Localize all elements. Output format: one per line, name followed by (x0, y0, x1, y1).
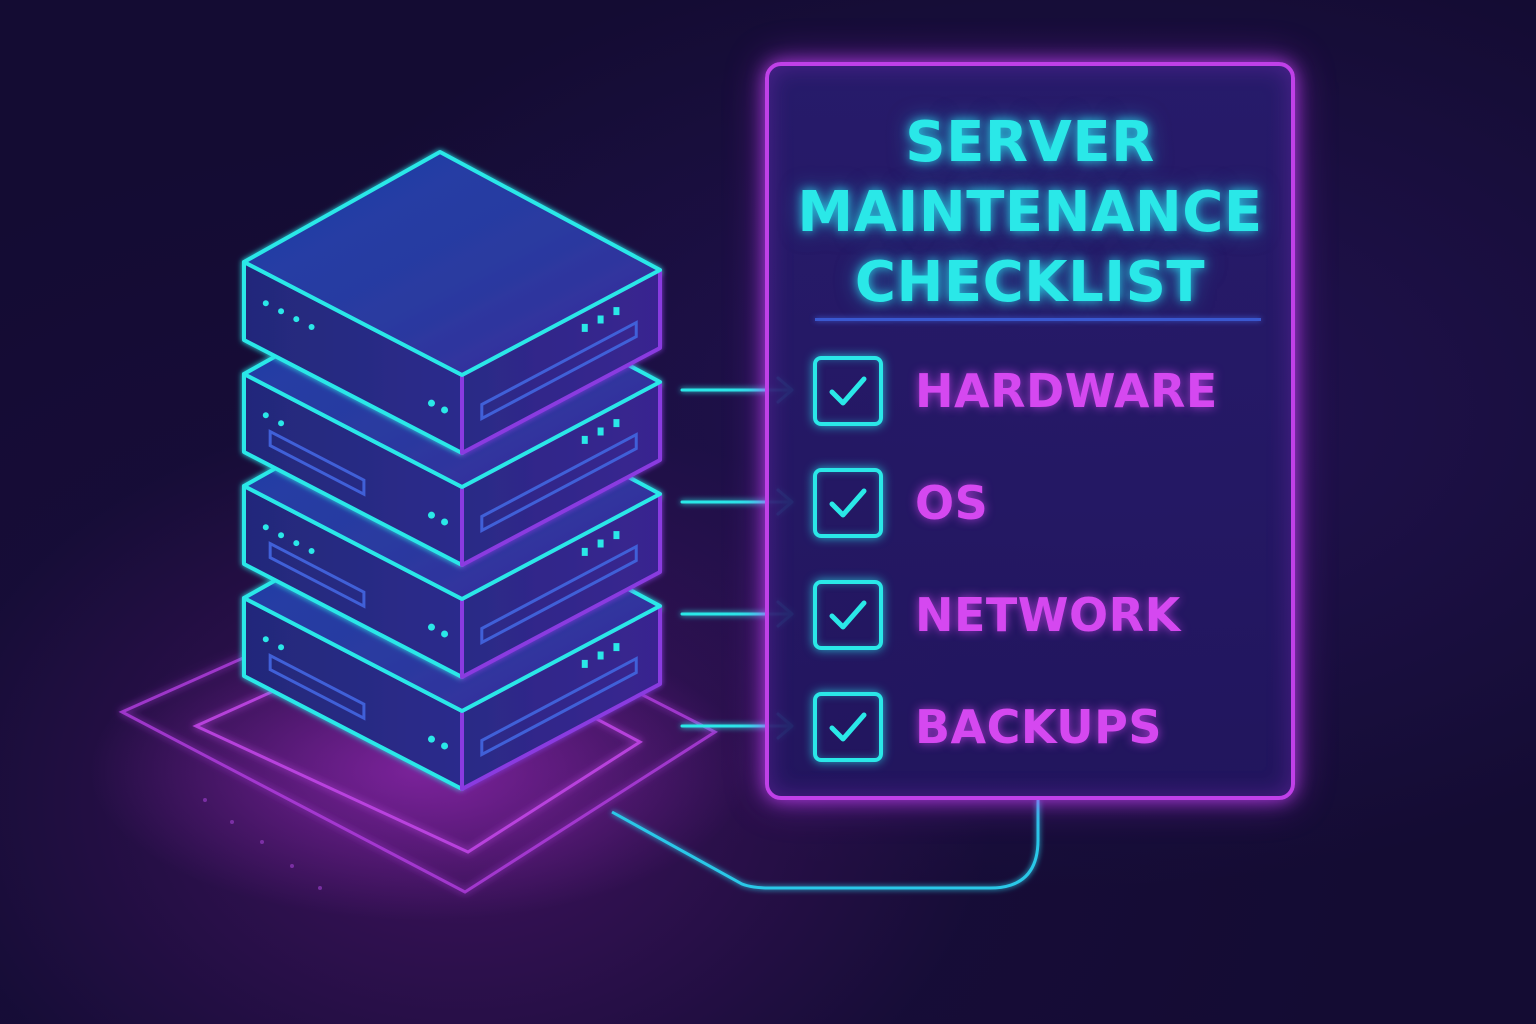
floor-dots (203, 798, 322, 890)
checklist-item-os: OS (813, 465, 988, 541)
drive-slot (480, 544, 638, 645)
led-dot (293, 540, 300, 547)
checklist-item-label: OS (915, 476, 989, 530)
checkmark-icon (829, 600, 867, 630)
led-dot (441, 406, 449, 414)
led-square (613, 419, 620, 428)
led-square (613, 531, 620, 540)
led-dot (308, 548, 315, 555)
checkmark-icon (829, 488, 867, 518)
led-square (613, 307, 620, 316)
led-dot (427, 399, 435, 407)
title-line-3: CHECKLIST (854, 250, 1206, 315)
checklist-item-label: HARDWARE (915, 364, 1218, 418)
led-dot (262, 300, 269, 307)
checklist-title: SERVER MAINTENANCE CHECKLIST (769, 108, 1291, 318)
led-dot (262, 524, 269, 531)
drive-slot (268, 429, 366, 497)
drive-slot (480, 432, 638, 533)
checklist-item-hardware: HARDWARE (813, 353, 1218, 429)
led-square (581, 547, 588, 556)
led-square (597, 539, 604, 548)
checkbox-checked-icon[interactable] (813, 356, 883, 426)
drive-slot (268, 653, 366, 721)
led-dot (278, 420, 285, 427)
led-dot (293, 316, 300, 323)
led-dot (278, 644, 285, 651)
server-unit (242, 150, 662, 455)
led-dot (427, 511, 435, 519)
checklist-item-label: NETWORK (915, 588, 1181, 642)
drive-slot (480, 320, 638, 421)
title-line-2: MAINTENANCE (797, 180, 1263, 245)
led-square (597, 427, 604, 436)
checkbox-checked-icon[interactable] (813, 580, 883, 650)
led-dot (308, 324, 315, 331)
checklist-item-label: BACKUPS (915, 700, 1162, 754)
led-dot (427, 735, 435, 743)
led-dot (278, 532, 285, 539)
checkmark-icon (829, 376, 867, 406)
led-dot (262, 636, 269, 643)
drive-slot (268, 541, 366, 609)
checklist-panel: SERVER MAINTENANCE CHECKLIST HARDWARE OS (765, 62, 1295, 800)
checkbox-checked-icon[interactable] (813, 468, 883, 538)
title-line-1: SERVER (905, 110, 1155, 175)
led-square (581, 435, 588, 444)
server-rack-icon (242, 150, 662, 791)
checklist-item-network: NETWORK (813, 577, 1181, 653)
led-dot (441, 630, 449, 638)
led-square (613, 643, 620, 652)
drive-slot (480, 656, 638, 757)
checkmark-icon (829, 712, 867, 742)
led-dot (278, 308, 285, 315)
led-dot (441, 518, 449, 526)
led-square (581, 659, 588, 668)
led-square (581, 323, 588, 332)
connector-cable-icon (611, 800, 1040, 890)
led-dot (262, 412, 269, 419)
title-divider (815, 318, 1261, 321)
checklist-item-backups: BACKUPS (813, 689, 1162, 765)
server-unit-top-face (242, 150, 662, 377)
led-square (597, 651, 604, 660)
led-dot (427, 623, 435, 631)
led-dot (441, 742, 449, 750)
checkbox-checked-icon[interactable] (813, 692, 883, 762)
led-square (597, 315, 604, 324)
